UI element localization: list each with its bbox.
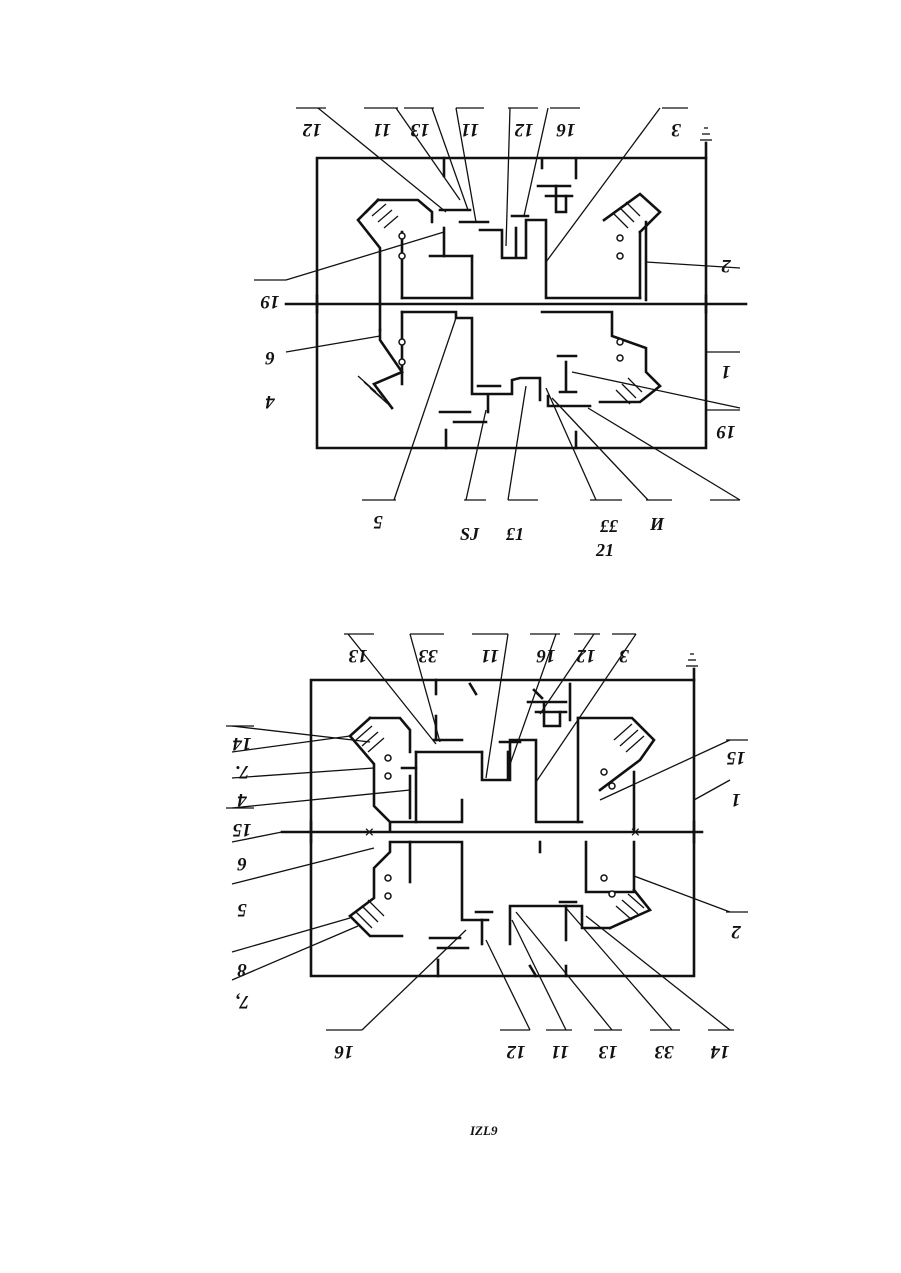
- bottom-diagram-labels: 13 33 11 16 12 3 14 7. 4 15 6 5 8 7, 15 …: [232, 645, 746, 1062]
- caption-text: SJ: [460, 524, 480, 544]
- label: 5: [373, 511, 383, 532]
- caption-text: ££: [599, 516, 619, 536]
- label: 12: [514, 119, 534, 140]
- label: 11: [373, 119, 391, 140]
- label: 6: [265, 347, 275, 368]
- bottom-diagram: × ×: [226, 634, 748, 1030]
- label: 1: [731, 789, 741, 810]
- top-diagram: [254, 108, 746, 500]
- label: 3: [671, 119, 682, 140]
- page-footer-text: IZL9: [469, 1123, 498, 1138]
- label: 7,: [235, 991, 249, 1012]
- label: 14: [711, 1041, 730, 1062]
- label: 12: [302, 119, 322, 140]
- caption-text: £1: [505, 524, 524, 544]
- label: 33: [419, 645, 439, 666]
- label: 4: [237, 789, 248, 810]
- label: 4: [265, 391, 276, 412]
- label: 2: [731, 921, 742, 942]
- label: 3: [619, 645, 630, 666]
- label: 11: [551, 1041, 569, 1062]
- label: 14: [233, 733, 252, 754]
- label: 33: [655, 1041, 675, 1062]
- label: 1: [721, 361, 731, 382]
- label: 12: [506, 1041, 526, 1062]
- svg-text:×: ×: [364, 822, 374, 842]
- label: 13: [599, 1041, 618, 1062]
- label: 2: [721, 255, 732, 276]
- label: 15: [232, 819, 252, 840]
- label: 6: [237, 853, 247, 874]
- label: 13: [349, 645, 368, 666]
- label: 19: [716, 421, 736, 442]
- label: 7.: [235, 761, 249, 782]
- label: 5: [237, 899, 247, 920]
- label: 16: [536, 645, 556, 666]
- label: 11: [481, 645, 499, 666]
- label: 16: [334, 1041, 354, 1062]
- caption-text: 21: [595, 540, 614, 560]
- label: 12: [576, 645, 596, 666]
- top-diagram-labels: 12 11 13 11 12 16 3 19 6 4 5 2 1 19 SJ £…: [260, 119, 736, 560]
- label: 16: [556, 119, 576, 140]
- label: 13: [411, 119, 430, 140]
- label: 15: [726, 747, 746, 768]
- label: 8: [237, 959, 247, 980]
- caption-text: И: [649, 514, 665, 534]
- label: 19: [260, 291, 280, 312]
- label: 11: [461, 119, 479, 140]
